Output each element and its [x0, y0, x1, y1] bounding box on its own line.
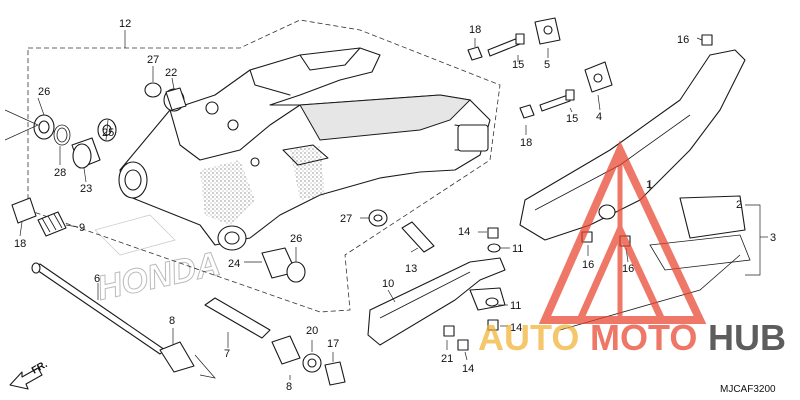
callout-28: 28 — [54, 167, 66, 179]
callout-26-left: 26 — [38, 86, 50, 98]
callout-7: 7 — [224, 348, 230, 360]
callout-19: 18 — [14, 238, 26, 250]
callout-11-bottom: 11 — [510, 300, 521, 312]
callout-8-left: 8 — [169, 315, 175, 327]
bolts-and-nuts — [443, 17, 713, 351]
watermark-text-hub: HUB — [708, 317, 786, 358]
pivot-hardware-left — [11, 82, 435, 386]
callout-20: 20 — [306, 325, 318, 337]
callout-18-mid: 18 — [520, 137, 532, 149]
callout-25: 25 — [102, 127, 114, 139]
callout-1: 1 — [646, 179, 652, 191]
callout-16-top: 16 — [677, 34, 689, 46]
watermark-logo: AUTO MOTO HUB — [478, 140, 786, 358]
callout-11-top: 11 — [512, 243, 523, 255]
leader-lines — [4, 37, 768, 380]
svg-text:HONDA: HONDA — [94, 245, 224, 308]
callout-numbers: 12 27 22 26 25 28 23 9 18 6 8 7 8 20 17 … — [14, 18, 776, 393]
callout-22: 22 — [165, 67, 177, 79]
callout-15-mid: 15 — [566, 113, 578, 125]
callout-5: 5 — [544, 59, 550, 71]
callout-6: 6 — [94, 273, 100, 285]
callout-14-top: 14 — [458, 226, 470, 238]
front-direction-arrow: FR. — [9, 359, 50, 390]
callout-2: 2 — [736, 199, 742, 211]
callout-8-right: 8 — [286, 381, 292, 393]
callout-16-left: 16 — [582, 259, 594, 271]
callout-4: 4 — [596, 111, 602, 123]
callout-27-top: 27 — [147, 54, 159, 66]
callout-24: 24 — [228, 258, 240, 270]
assembly-outline-12 — [27, 19, 501, 313]
callout-18-top: 18 — [469, 24, 481, 36]
callout-17: 17 — [327, 338, 339, 350]
callout-14-bottom: 14 — [462, 363, 474, 375]
callout-15-top: 15 — [512, 59, 524, 71]
callout-10: 10 — [382, 278, 394, 290]
callout-13: 13 — [405, 263, 417, 275]
callout-9: 9 — [79, 222, 85, 234]
callout-21: 21 — [441, 353, 453, 365]
diagram-code: MJCAF3200 — [720, 384, 776, 395]
callout-16-right: 16 — [622, 263, 634, 275]
callout-23: 23 — [80, 183, 92, 195]
watermark-text-auto: AUTO — [478, 317, 579, 358]
callout-26-mid: 26 — [290, 233, 302, 245]
svg-text:FR.: FR. — [30, 359, 50, 377]
callout-3: 3 — [770, 232, 776, 244]
swingarm — [118, 47, 491, 251]
callout-12: 12 — [119, 18, 131, 30]
watermark-text-moto: MOTO — [590, 317, 697, 358]
callout-27-mid: 27 — [340, 213, 352, 225]
callout-14-mid: 14 — [510, 322, 522, 334]
